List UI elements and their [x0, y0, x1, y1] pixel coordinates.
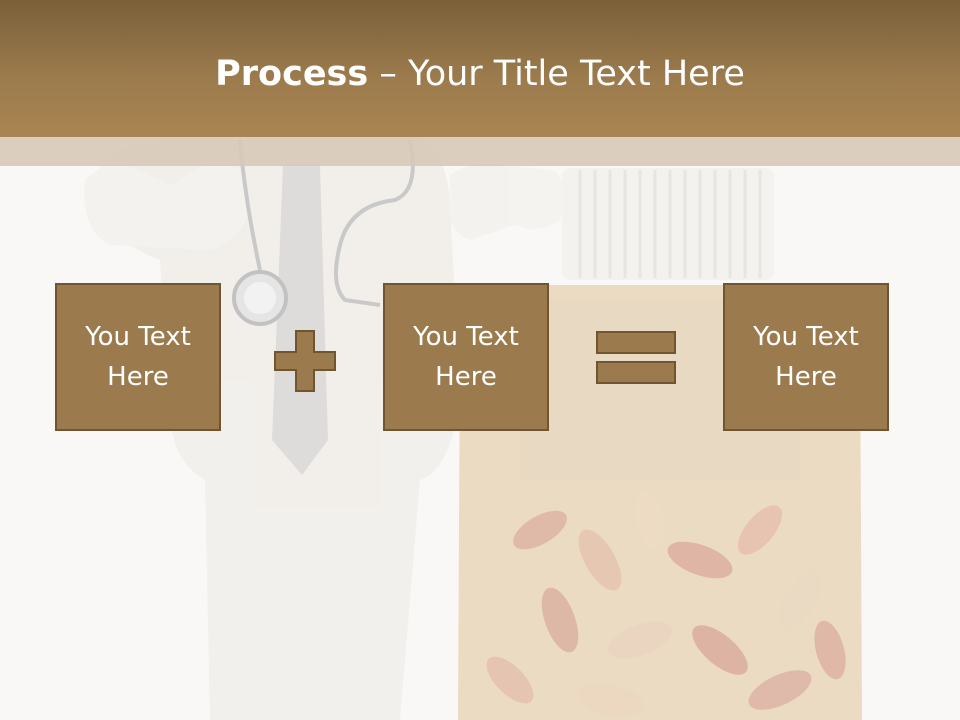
header-strip — [0, 137, 960, 166]
slide-title-rest: – Your Title Text Here — [368, 54, 745, 94]
process-box-2[interactable]: You Text Here — [383, 283, 549, 431]
slide-title-bold: Process — [215, 54, 369, 94]
process-box-3[interactable]: You Text Here — [723, 283, 889, 431]
process-box-1[interactable]: You Text Here — [55, 283, 221, 431]
plus-icon — [274, 330, 336, 392]
header-band — [0, 0, 960, 137]
slide-title: Process – Your Title Text Here — [0, 52, 960, 96]
equals-icon — [596, 331, 676, 384]
doctor-figure — [84, 135, 564, 720]
